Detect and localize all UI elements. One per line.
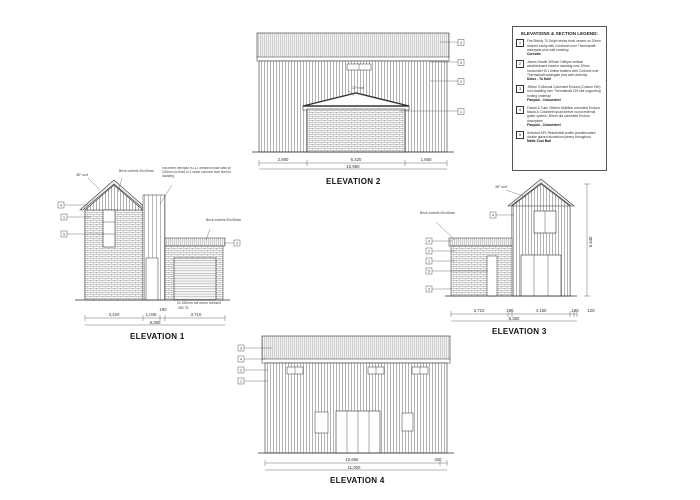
elevation-4-title: ELEVATION 4 — [330, 476, 385, 485]
svg-text:3,710: 3,710 — [474, 308, 485, 313]
e4-dimensions: 10,665 420 11,000 — [264, 457, 448, 471]
legend-item: 2 James Hardie 300mm Oblique vertical we… — [516, 60, 603, 81]
e2-tags: 4 3 2 1 — [400, 39, 465, 115]
legend-panel: ELEVATIONS & SECTION LEGEND: 1 Fire Bric… — [512, 26, 607, 171]
svg-text:Brick corbels 90x40mm: Brick corbels 90x40mm — [206, 218, 241, 222]
svg-text:1,660: 1,660 — [421, 157, 432, 162]
svg-text:5: 5 — [428, 270, 430, 274]
e4-window-5 — [401, 412, 414, 432]
svg-text:1: 1 — [63, 216, 65, 220]
e3-lower-window — [520, 254, 562, 297]
elevation-1-title: ELEVATION 1 — [130, 332, 185, 341]
svg-text:120: 120 — [587, 308, 595, 313]
e3-dimensions: 3,710 190 4,150 190 120 8,360 — [450, 308, 595, 322]
legend-number: 2 — [516, 60, 524, 69]
svg-text:1,040: 1,040 — [146, 312, 157, 317]
svg-text:280 75: 280 75 — [178, 306, 188, 310]
elevation-4: 3 4 2 1 10,665 420 11,000 — [237, 335, 454, 471]
svg-text:190: 190 — [506, 308, 514, 313]
svg-text:3,710: 3,710 — [191, 312, 202, 317]
svg-text:190: 190 — [571, 308, 579, 313]
svg-text:2x 450mm full return dressed: 2x 450mm full return dressed — [177, 301, 221, 305]
svg-text:1: 1 — [240, 380, 242, 384]
svg-text:10,665: 10,665 — [345, 457, 359, 462]
legend-item: 1 Fire Brickly 70 Origin series brick ve… — [516, 39, 603, 56]
svg-text:10,960: 10,960 — [346, 164, 360, 169]
e3-wing-roof — [448, 237, 513, 247]
legend-text: Fascia & Tube 150mm Multiline colorsteel… — [527, 106, 600, 127]
svg-text:4: 4 — [428, 240, 430, 244]
svg-text:3: 3 — [240, 347, 242, 351]
e1-dimensions: 3,420 1,040 190 3,710 8,360 — [84, 307, 226, 326]
elevation-2: 10° roof 4 3 2 1 2,880 6,420 1,660 — [252, 32, 465, 170]
svg-text:4: 4 — [240, 358, 242, 362]
elevation-2-title: ELEVATION 2 — [326, 177, 381, 186]
svg-text:3: 3 — [460, 61, 462, 65]
elevation-3-title: ELEVATION 3 — [492, 327, 547, 336]
e3-tags: 4 4 2 1 5 3 — [425, 211, 514, 293]
legend-number: 1 — [516, 39, 524, 48]
e2-roof — [256, 32, 450, 59]
svg-text:3,420: 3,420 — [109, 312, 120, 317]
legend-item: 3 .55mm G.Manual Colorsteel Endura (Cust… — [516, 85, 603, 102]
e4-roof — [261, 335, 451, 361]
e1-tall-window — [102, 209, 116, 248]
svg-text:2: 2 — [460, 80, 462, 84]
svg-text:11,000: 11,000 — [348, 465, 361, 470]
e3-roof-pitch-note: 38° roof — [495, 185, 507, 189]
legend-text: James Hardie 300mm Oblique vertical weat… — [527, 60, 599, 82]
e4-fascia — [261, 358, 451, 364]
legend-number: 3 — [516, 85, 524, 94]
svg-text:3: 3 — [236, 242, 238, 246]
svg-text:1: 1 — [460, 110, 462, 114]
e2-fascia — [256, 56, 450, 62]
legend-title: ELEVATIONS & SECTION LEGEND: — [521, 31, 598, 36]
svg-text:2,880: 2,880 — [278, 157, 289, 162]
svg-text:5: 5 — [63, 233, 65, 237]
svg-text:8,360: 8,360 — [150, 320, 161, 325]
e2-brick-garage — [306, 108, 406, 153]
e2-dimensions: 2,880 6,420 1,660 10,960 — [258, 157, 448, 170]
e1-garage-door — [173, 257, 217, 301]
svg-text:4: 4 — [460, 41, 462, 45]
svg-text:4,150: 4,150 — [536, 308, 547, 313]
svg-text:4: 4 — [60, 204, 62, 208]
e4-tags: 3 4 2 1 — [237, 344, 272, 385]
svg-text:6,420: 6,420 — [351, 157, 362, 162]
svg-text:3: 3 — [428, 288, 430, 292]
e3-gable-roof — [507, 178, 575, 207]
svg-text:Brick corbels 40x40mm: Brick corbels 40x40mm — [119, 169, 154, 173]
svg-text:1: 1 — [428, 260, 430, 264]
e2-roof-pitch-note: 10° roof — [352, 86, 364, 90]
legend-text: Selected APL Residential profile powderc… — [527, 131, 596, 144]
legend-item: 5 Selected APL Residential profile powde… — [516, 131, 603, 144]
svg-text:Brick corbels 40x40mm: Brick corbels 40x40mm — [420, 211, 455, 215]
e4-window-4 — [314, 411, 329, 434]
svg-text:6,440: 6,440 — [588, 236, 593, 247]
svg-text:2: 2 — [428, 250, 430, 254]
legend-item: 4 Fascia & Tube 150mm Multiline colorste… — [516, 106, 603, 127]
e1-roof-pitch-note: 38° roof — [76, 173, 88, 177]
legend-number: 5 — [516, 131, 524, 140]
svg-text:420: 420 — [434, 457, 442, 462]
svg-text:8,360: 8,360 — [509, 316, 520, 321]
elevation-1: 38° roof Brick corbels 40x40mm 90x39mm h… — [57, 167, 241, 326]
legend-text: .55mm G.Manual Colorsteel Endura (Custom… — [527, 85, 601, 102]
svg-text:2: 2 — [240, 369, 242, 373]
elevation-3: 38° roof Brick corbels 40x40mm 6,440 4 4… — [420, 178, 595, 322]
e1-garage-roof — [164, 237, 226, 247]
svg-text:190: 190 — [159, 307, 167, 312]
svg-text:4: 4 — [492, 214, 494, 218]
legend-text: Fire Brickly 70 Origin series brick vene… — [527, 39, 601, 57]
legend-number: 4 — [516, 106, 524, 115]
e1-tags: 4 1 5 3 — [57, 201, 241, 247]
